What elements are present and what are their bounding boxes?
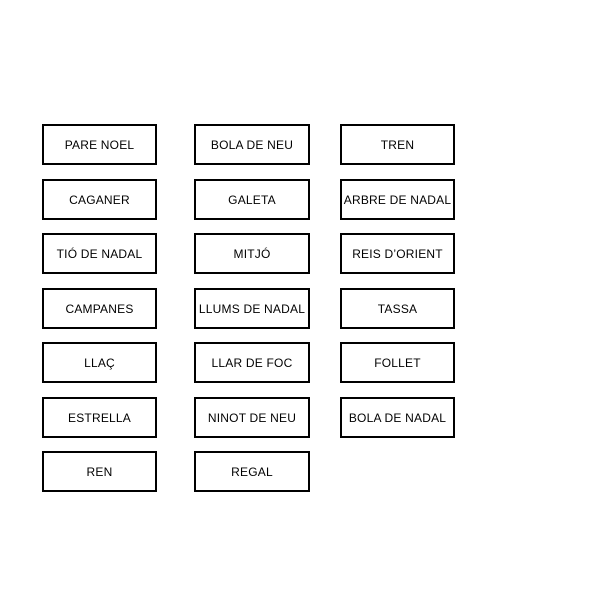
word-card-label: ESTRELLA [68, 410, 131, 425]
word-card[interactable]: ARBRE DE NADAL [340, 179, 455, 220]
word-card-label: TASSA [377, 301, 418, 316]
word-card-label: TIÓ DE NADAL [56, 246, 143, 261]
word-card[interactable]: FOLLET [340, 342, 455, 383]
word-card[interactable]: LLAÇ [42, 342, 157, 383]
word-card-label: PARE NOEL [64, 137, 135, 152]
word-card-label: ARBRE DE NADAL [343, 192, 452, 207]
word-card[interactable]: LLUMS DE NADAL [194, 288, 310, 329]
word-card[interactable]: ESTRELLA [42, 397, 157, 438]
word-card[interactable]: BOLA DE NEU [194, 124, 310, 165]
word-card[interactable]: TREN [340, 124, 455, 165]
word-card[interactable]: CAGANER [42, 179, 157, 220]
word-card[interactable]: REIS D’ORIENT [340, 233, 455, 274]
word-card-label: BOLA DE NEU [210, 137, 294, 152]
word-card-label: TREN [380, 137, 415, 152]
word-card[interactable]: TASSA [340, 288, 455, 329]
word-card-label: LLUMS DE NADAL [198, 301, 306, 316]
word-card-label: REN [86, 464, 113, 479]
word-card[interactable]: REN [42, 451, 157, 492]
word-card-label: LLAÇ [84, 355, 115, 370]
word-card[interactable]: PARE NOEL [42, 124, 157, 165]
word-card-label: NINOT DE NEU [207, 410, 297, 425]
word-card[interactable]: GALETA [194, 179, 310, 220]
word-card-label: MITJÓ [233, 246, 271, 261]
word-card-label: CAMPANES [65, 301, 134, 316]
word-card[interactable]: NINOT DE NEU [194, 397, 310, 438]
word-card-label: REIS D’ORIENT [352, 246, 443, 261]
word-card-label: BOLA DE NADAL [348, 410, 447, 425]
word-card-label: REGAL [231, 464, 273, 479]
word-card[interactable]: BOLA DE NADAL [340, 397, 455, 438]
word-card[interactable]: LLAR DE FOC [194, 342, 310, 383]
word-card[interactable]: TIÓ DE NADAL [42, 233, 157, 274]
word-card[interactable]: REGAL [194, 451, 310, 492]
word-card-label: FOLLET [374, 355, 421, 370]
word-card[interactable]: CAMPANES [42, 288, 157, 329]
word-card-label: GALETA [228, 192, 276, 207]
word-card-label: LLAR DE FOC [211, 355, 293, 370]
word-card[interactable]: MITJÓ [194, 233, 310, 274]
word-card-label: CAGANER [69, 192, 130, 207]
